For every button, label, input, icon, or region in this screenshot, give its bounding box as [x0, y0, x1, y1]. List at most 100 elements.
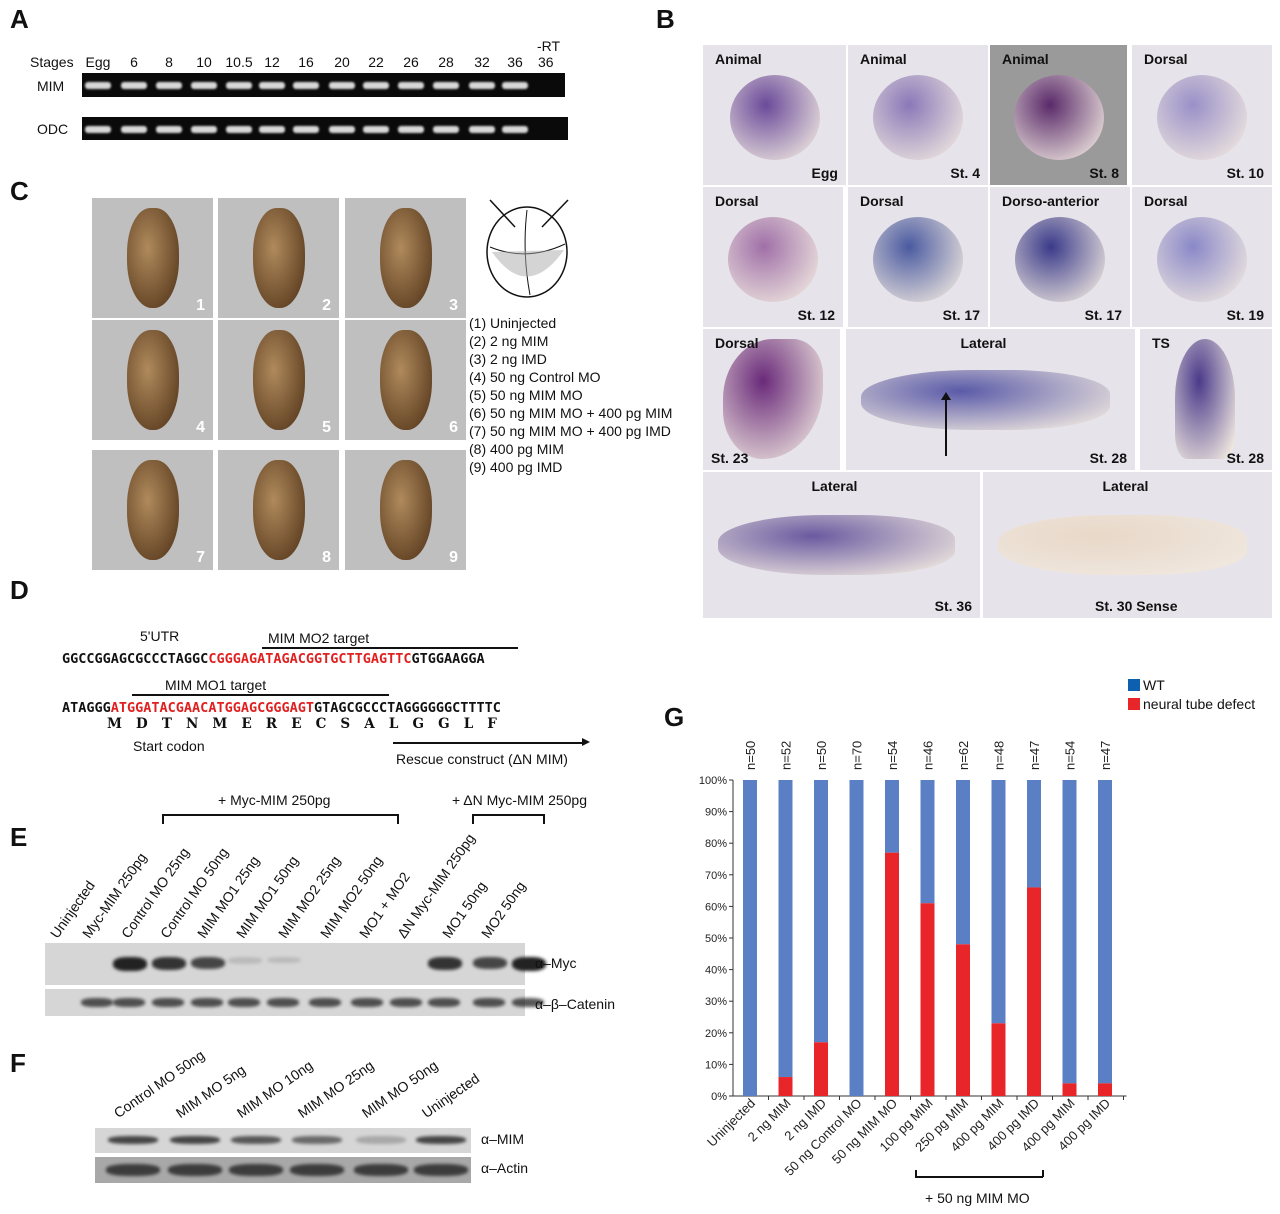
gel-band	[329, 82, 355, 89]
y-tick-label: 90%	[705, 807, 727, 819]
y-tick-label: 40%	[705, 965, 727, 977]
arrow-head-icon	[941, 392, 951, 400]
stage-label: St. 19	[1226, 307, 1264, 323]
catenin-band	[267, 998, 299, 1007]
bracket-2-left	[472, 814, 474, 824]
stage-label: 10	[196, 54, 212, 70]
gel-band	[363, 126, 389, 133]
arrow-icon	[945, 398, 947, 456]
embryo	[1175, 339, 1235, 459]
catenin-band	[191, 998, 223, 1007]
n-label: n=46	[921, 741, 936, 770]
n-label: n=70	[850, 741, 865, 770]
catenin-label: α–β–Catenin	[535, 996, 615, 1012]
mim-band	[231, 1136, 281, 1144]
mim-row-label: MIM	[37, 78, 65, 94]
legend-item: (2) 2 ng MIM	[469, 333, 549, 349]
actin-antibody-label: α–Actin	[481, 1160, 529, 1176]
bracket-2	[472, 814, 544, 816]
myc-band	[512, 957, 546, 971]
photo-number: 8	[322, 549, 331, 566]
y-tick-label: 80%	[705, 838, 727, 850]
actin-band	[354, 1164, 408, 1176]
gel-band	[398, 82, 424, 89]
stage-label: 12	[264, 54, 280, 70]
legend-ntd: neural tube defect	[1143, 696, 1256, 712]
group-bracket-left	[915, 1170, 917, 1177]
stage-label: 16	[298, 54, 314, 70]
phenotype-photo: 6	[345, 320, 466, 440]
tadpole	[127, 208, 179, 308]
tadpole	[127, 460, 179, 560]
bar-wt	[956, 780, 970, 945]
embryo	[873, 217, 963, 302]
odc-row-label: ODC	[37, 121, 69, 137]
bracket-2-right	[543, 814, 545, 824]
start-codon-label: Start codon	[133, 738, 205, 754]
catenin-band	[228, 998, 260, 1007]
phenotype-photo: 8	[218, 450, 339, 570]
myc-western-blot	[45, 943, 546, 985]
stage-label: 32	[474, 54, 490, 70]
bar-neural-tube-defect	[991, 1023, 1006, 1096]
catenin-band	[512, 998, 544, 1007]
stage-label: 36	[507, 54, 523, 70]
myc-band	[191, 957, 225, 970]
phenotype-photo: 1	[92, 198, 213, 318]
bar-neural-tube-defect	[1062, 1083, 1077, 1096]
stage-label: 26	[403, 54, 419, 70]
stage-label: St. 4	[950, 165, 980, 181]
y-tick-label: 10%	[705, 1059, 727, 1071]
mo2-target-bar	[262, 647, 518, 649]
bracket-1-right	[397, 814, 399, 824]
sequence-line-2: ATAGGGATGGATACGAACATGGAGCGGGAGTGTAGCGCCC…	[62, 700, 501, 716]
embryo	[1157, 75, 1247, 160]
legend-wt: WT	[1143, 677, 1165, 693]
embryo	[728, 217, 818, 302]
embryo	[861, 369, 1110, 430]
myc-band	[152, 957, 186, 971]
stage-label: 8	[165, 54, 173, 70]
catenin-band	[309, 998, 341, 1007]
gel-band	[502, 82, 528, 89]
tadpole	[253, 460, 305, 560]
phenotype-photo: 4	[92, 320, 213, 440]
bar-wt	[1098, 780, 1112, 1084]
catenin-band	[473, 998, 505, 1007]
mo2-target-label: MIM MO2 target	[268, 630, 370, 646]
legend-item: (4) 50 ng Control MO	[469, 369, 601, 385]
stage-label: St. 17	[1084, 307, 1122, 323]
photo-number: 7	[196, 549, 205, 566]
bar-neural-tube-defect	[778, 1077, 793, 1096]
photo-number: 4	[196, 419, 205, 436]
gel-band	[469, 126, 495, 133]
panel-label-d: D	[10, 575, 29, 605]
sequence-line-1: GGCCGGAGCGCCCTAGGCCGGGAGATAGACGGTGCTTGAG…	[62, 651, 485, 667]
n-label: n=48	[992, 741, 1007, 770]
odc-gel	[82, 117, 568, 140]
stage-label: 22	[368, 54, 384, 70]
catenin-band	[428, 998, 460, 1007]
bracket-1	[162, 814, 398, 816]
bar-wt	[885, 780, 899, 853]
photo-number: 2	[322, 297, 331, 314]
gel-band	[433, 126, 459, 133]
embryo	[1013, 75, 1104, 160]
seq2-mo1-target: ATGGATACGAACATGGAGCGGGAGT	[110, 700, 314, 716]
mim-band	[416, 1136, 466, 1144]
seq1-utr: GGCCGGAGCGCCCTAGGC	[62, 651, 209, 667]
stage-label: St. 23	[711, 450, 749, 466]
embryo	[729, 75, 820, 160]
embryo-injection-diagram	[486, 199, 569, 298]
panel-label-a: A	[10, 4, 29, 34]
mo1-target-bar	[132, 694, 389, 696]
myc-band	[267, 957, 301, 964]
panel-label-g: G	[664, 702, 685, 732]
stage-label: 10.5	[225, 54, 253, 70]
photo-number: 3	[449, 297, 458, 314]
utr-label: 5'UTR	[140, 628, 180, 644]
legend-item: (9) 400 pg IMD	[469, 459, 563, 475]
gel-band	[293, 126, 319, 133]
